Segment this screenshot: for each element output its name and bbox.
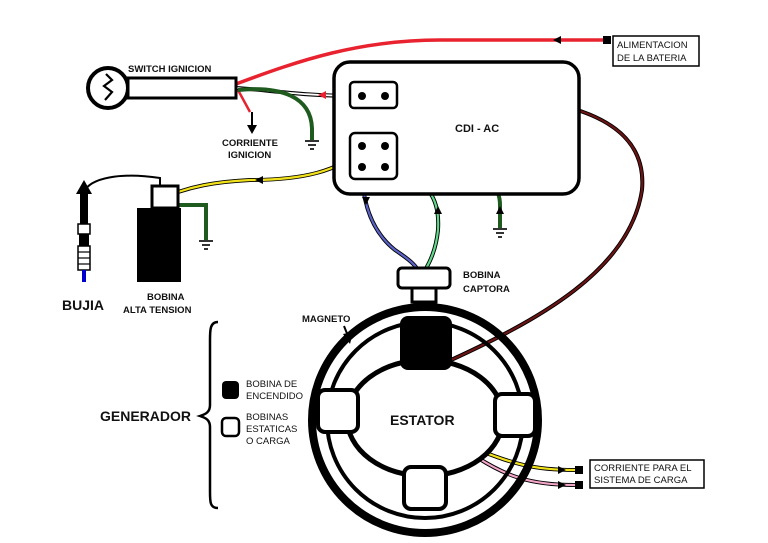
bujia-label: BUJIA	[62, 297, 104, 313]
arrow-yellow	[255, 176, 263, 184]
alimentacion-box	[612, 35, 700, 67]
battery-terminal	[603, 36, 611, 44]
cdi-connector-top	[348, 80, 399, 110]
bobina-captora-label-2: CAPTORA	[463, 284, 510, 295]
wire-coil-ground	[178, 203, 208, 240]
corriente-ignicion-label-2: IGNICION	[228, 150, 271, 161]
wire-plug-cable	[83, 174, 161, 193]
ground-icon	[493, 228, 507, 238]
arrow-corriente-ignicion	[247, 125, 257, 134]
bobina-captora-label-1: BOBINA	[463, 270, 501, 281]
wire-green-switch-ground	[237, 87, 314, 140]
legend-estaticas-1: BOBINAS	[246, 412, 288, 423]
ignition-coil-stator	[400, 316, 452, 370]
generator-brace	[196, 320, 219, 510]
arrow-blue	[362, 197, 370, 205]
bobina-alta-label-2: ALTA TENSION	[123, 305, 192, 316]
charge-terminal-2	[575, 481, 583, 489]
legend-swatch-encendido	[222, 381, 239, 399]
bobina-alta-label-1: BOBINA	[147, 292, 185, 303]
arrow-white	[318, 91, 326, 99]
spark-plug	[76, 180, 92, 282]
static-coil-right	[493, 392, 537, 438]
alimentacion-label-2: DE LA BATERIA	[617, 53, 687, 64]
corriente-sistema-label-2: SISTEMA DE CARGA	[594, 475, 688, 486]
wire-red-ignicion	[236, 89, 252, 113]
estator-label: ESTATOR	[390, 412, 455, 428]
ignition-switch	[86, 66, 238, 110]
static-coil-left	[316, 388, 360, 434]
arrow-battery	[553, 36, 561, 44]
cdi-label: CDI - AC	[455, 123, 499, 135]
arrow-charge-yellow	[558, 466, 566, 474]
legend-estaticas-3: O CARGA	[246, 436, 290, 447]
alimentacion-label-1: ALIMENTACION	[617, 40, 688, 51]
high-tension-coil	[137, 184, 181, 282]
arrow-charge-pink	[558, 481, 566, 489]
wire-red-battery	[235, 38, 605, 86]
legend-swatch-estaticas	[220, 416, 241, 438]
legend-encendido-1: BOBINA DE	[246, 379, 297, 390]
magneto-label: MAGNETO	[302, 314, 350, 325]
corriente-sistema-box	[589, 459, 705, 489]
arrow-magneto	[343, 332, 353, 344]
ground-icon	[199, 240, 213, 250]
ground-icon	[305, 140, 319, 150]
arrow-cdi-ground	[496, 206, 504, 214]
pickup-coil	[396, 266, 452, 304]
legend-encendido-2: ENCENDIDO	[246, 391, 303, 402]
charge-terminal-1	[575, 466, 583, 474]
switch-label: SWITCH IGNICION	[128, 64, 212, 75]
corriente-sistema-label-1: CORRIENTE PARA EL	[594, 463, 692, 474]
cdi-connector-bottom	[348, 131, 399, 181]
generador-label: GENERADOR	[100, 408, 191, 424]
static-coil-bottom	[402, 465, 448, 511]
corriente-ignicion-label-1: CORRIENTE	[222, 138, 278, 149]
legend-estaticas-2: ESTATICAS	[246, 424, 297, 435]
arrow-lightgreen	[434, 206, 442, 214]
